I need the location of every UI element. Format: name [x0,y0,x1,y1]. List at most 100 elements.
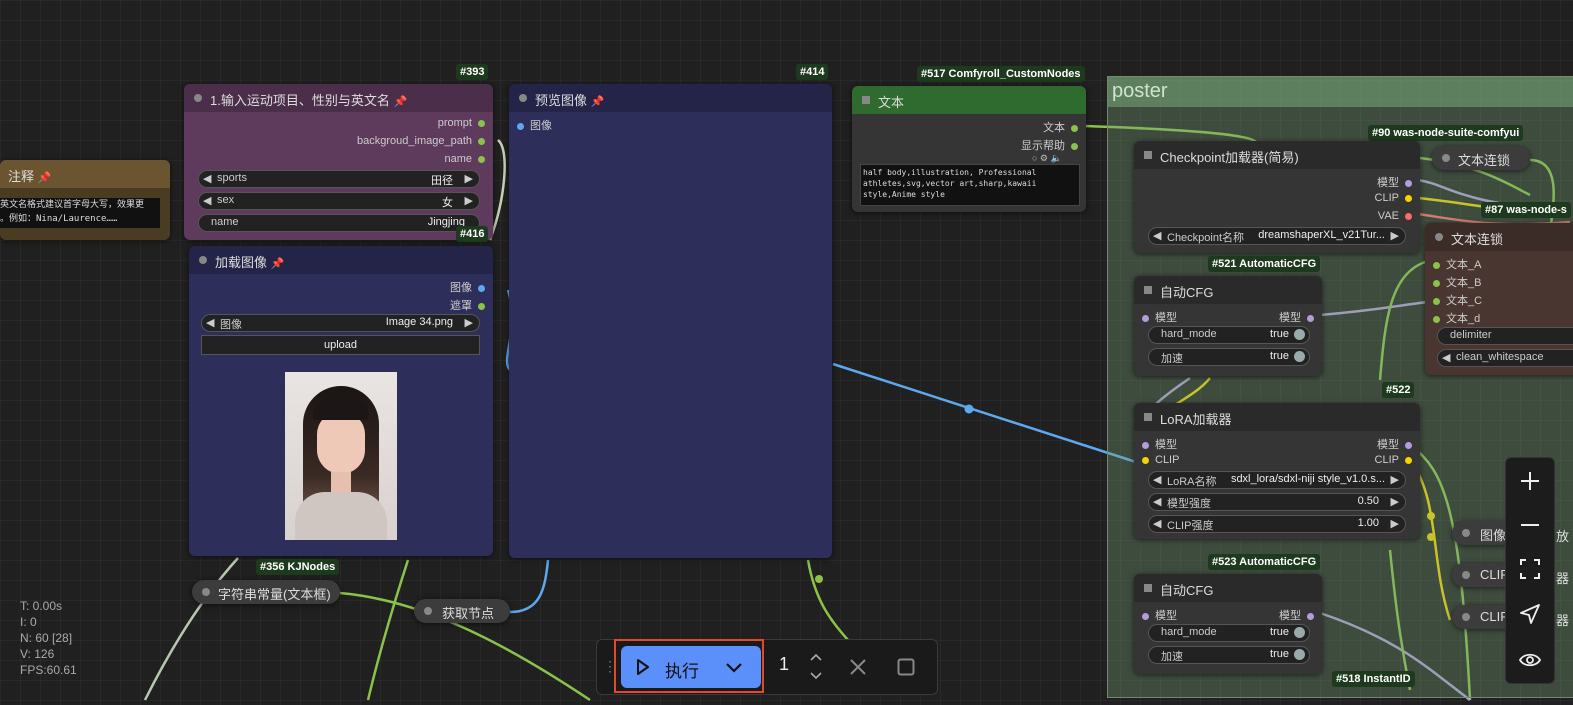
output-model[interactable]: 模型 [1377,436,1412,452]
collapse-dot-icon[interactable] [1462,571,1470,579]
socket-icon[interactable] [1433,279,1440,287]
collapse-square-icon[interactable] [862,96,870,104]
chevron-down-icon[interactable] [725,662,743,674]
socket-icon[interactable] [478,137,485,145]
get-node[interactable]: 获取节点 [414,599,510,623]
arrow-right-icon[interactable]: ▶ [1390,518,1399,530]
socket-icon[interactable] [517,122,524,130]
sports-combo[interactable]: ◀ sports 田径 ▶ [198,170,480,188]
collapse-dot-icon[interactable] [199,256,207,264]
output-name[interactable]: name [444,153,485,165]
checkpoint-loader-node[interactable]: Checkpoint加载器(简易) 模型 CLIP VAE ◀ Checkpoi… [1134,141,1420,253]
input-text-d[interactable]: 文本_d [1433,310,1480,326]
socket-icon[interactable] [1142,441,1149,449]
collapse-dot-icon[interactable] [1442,154,1450,162]
name-field[interactable]: name Jingjing [198,214,480,232]
sex-combo[interactable]: ◀ sex 女 ▶ [198,192,480,210]
output-image[interactable]: 图像 [450,279,485,295]
socket-icon[interactable] [478,302,485,310]
socket-icon[interactable] [478,119,485,127]
arrow-left-icon[interactable]: ◀ [203,173,212,185]
node-523[interactable]: 自动CFG 模型 模型 hard_mode true 加速 true [1134,574,1322,674]
hard-mode-toggle[interactable]: hard_mode true [1148,326,1310,344]
collapse-dot-icon[interactable] [202,588,210,596]
socket-icon[interactable] [1071,142,1078,150]
node-521[interactable]: 自动CFG 模型 模型 hard_mode true 加速 true [1134,276,1322,376]
output-vae[interactable]: VAE [1378,210,1412,222]
arrow-left-icon[interactable]: ◀ [1153,518,1162,530]
arrow-right-icon[interactable]: ▶ [1390,496,1399,508]
drag-handle-icon[interactable]: ⋮ [603,658,617,674]
socket-icon[interactable] [1433,297,1440,305]
arrow-right-icon[interactable]: ▶ [1390,474,1399,486]
input-text-a[interactable]: 文本_A [1433,256,1481,272]
input-model[interactable]: 模型 [1142,309,1177,325]
output-mask[interactable]: 遮罩 [450,297,485,313]
socket-icon[interactable] [1307,314,1314,322]
hard-mode-toggle[interactable]: hard_mode true [1148,624,1310,642]
socket-icon[interactable] [478,155,485,163]
toggle-knob-icon[interactable] [1294,329,1305,340]
socket-icon[interactable] [1433,315,1440,323]
collapse-dot-icon[interactable] [1462,613,1470,621]
socket-icon[interactable] [1405,179,1412,187]
input-model[interactable]: 模型 [1142,436,1177,452]
socket-icon[interactable] [1405,441,1412,449]
collapse-square-icon[interactable] [1144,413,1152,421]
arrow-right-icon[interactable]: ▶ [1390,230,1399,242]
arrow-left-icon[interactable]: ◀ [206,317,215,329]
model-strength-field[interactable]: ◀ 模型强度 0.50 ▶ [1148,493,1406,511]
fit-view-icon[interactable] [1519,558,1541,580]
upload-button[interactable]: upload [201,335,480,355]
socket-icon[interactable] [1405,194,1412,202]
stop-icon[interactable] [897,658,915,676]
collapse-dot-icon[interactable] [1435,233,1443,241]
toggle-knob-icon[interactable] [1294,627,1305,638]
arrow-left-icon[interactable]: ◀ [1153,474,1162,486]
socket-icon[interactable] [1071,124,1078,132]
socket-icon[interactable] [1405,456,1412,464]
output-prompt[interactable]: prompt [438,117,485,129]
prompt-textarea[interactable]: half body,illustration, Professional ath… [860,164,1080,206]
input-image[interactable]: 图像 [517,117,552,133]
socket-icon[interactable] [1433,261,1440,269]
node-416[interactable]: 加载图像 📌 图像 遮罩 ◀ 图像 Image 34.png ▶ upload [189,246,493,556]
note-text[interactable]: 英文名格式建议首字母大写，效果更 。例如：Nina/Laurence…… [0,198,160,228]
arrow-right-icon[interactable]: ▶ [464,195,473,207]
speedup-toggle[interactable]: 加速 true [1148,646,1310,664]
plus-icon[interactable] [1519,470,1541,492]
clean-whitespace-combo[interactable]: ◀ clean_whitespace [1437,349,1573,367]
output-model[interactable]: 模型 [1279,309,1314,325]
decrement-icon[interactable] [809,671,823,681]
node-517[interactable]: 文本 文本 显示帮助 ○ ⚙ 🔈 half body,illustration,… [852,86,1086,212]
locate-icon[interactable] [1519,603,1541,625]
input-text-c[interactable]: 文本_C [1433,292,1482,308]
text-concat-collapsed-node[interactable]: 文本连锁 [1432,146,1530,170]
checkpoint-name-combo[interactable]: ◀ Checkpoint名称 dreamshaperXL_v21Tur... ▶ [1148,227,1406,245]
arrow-left-icon[interactable]: ◀ [1153,230,1162,242]
collapse-dot-icon[interactable] [194,94,202,102]
string-constant-node[interactable]: 字符串常量(文本框) [192,580,340,604]
delimiter-field[interactable]: delimiter [1437,327,1573,345]
socket-icon[interactable] [1142,612,1149,620]
eye-icon[interactable] [1519,649,1541,671]
minus-icon[interactable] [1519,514,1541,536]
socket-icon[interactable] [1307,612,1314,620]
image-combo[interactable]: ◀ 图像 Image 34.png ▶ [201,314,480,332]
node-414[interactable]: 预览图像 📌 图像 [509,84,832,558]
arrow-right-icon[interactable]: ▶ [464,317,473,329]
collapse-square-icon[interactable] [1144,584,1152,592]
socket-icon[interactable] [1405,212,1412,220]
output-clip[interactable]: CLIP [1375,454,1412,466]
collapse-square-icon[interactable] [1144,286,1152,294]
node-393[interactable]: 1.输入运动项目、性别与英文名 📌 prompt backgroud_image… [184,84,493,240]
note-node[interactable]: 注释 📌 英文名格式建议首字母大写，效果更 。例如：Nina/Laurence…… [0,160,170,240]
input-clip[interactable]: CLIP [1142,454,1179,466]
toggle-knob-icon[interactable] [1294,351,1305,362]
toggle-knob-icon[interactable] [1294,649,1305,660]
increment-icon[interactable] [809,652,823,662]
arrow-left-icon[interactable]: ◀ [203,195,212,207]
output-model[interactable]: 模型 [1279,607,1314,623]
collapse-dot-icon[interactable] [1462,529,1470,537]
collapse-square-icon[interactable] [1144,151,1152,159]
